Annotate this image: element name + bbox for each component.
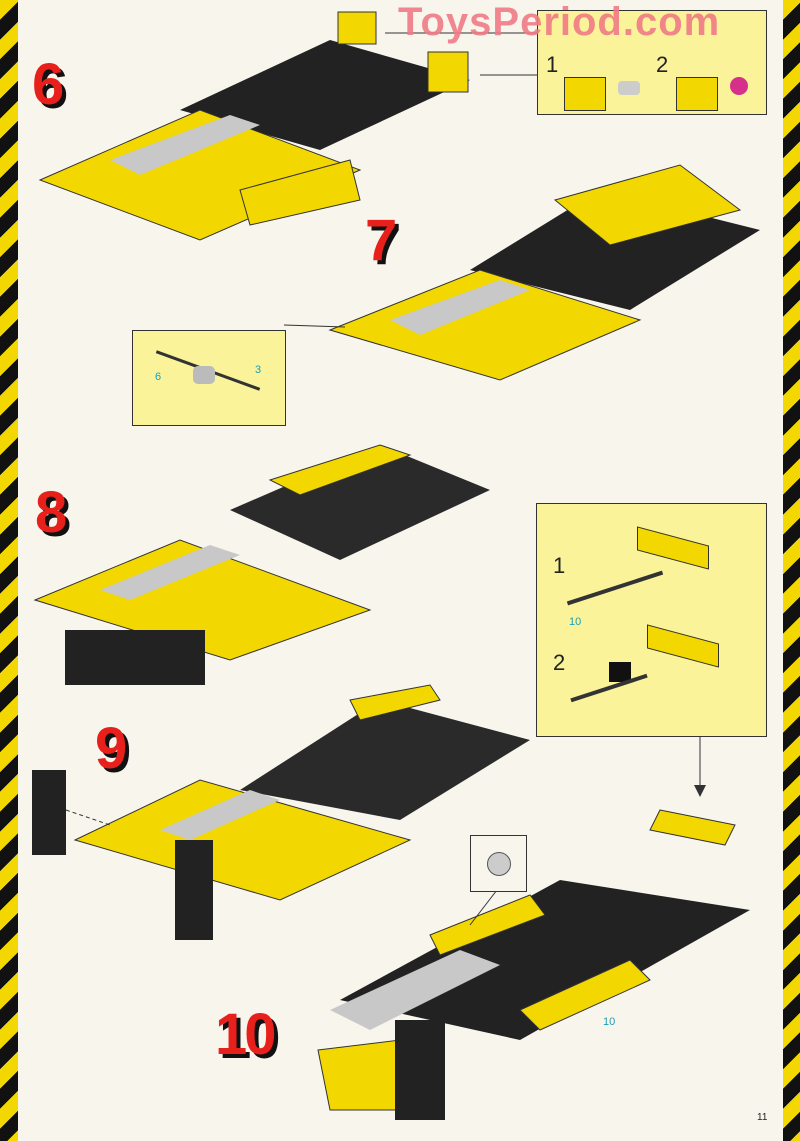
hazard-stripe-left: [0, 0, 18, 1141]
sub-step-1: 1: [553, 553, 566, 578]
callout-bushing: [470, 835, 527, 892]
step-number-6: 6: [32, 52, 64, 117]
step-number-8: 8: [35, 480, 67, 545]
hazard-stripe-right: [783, 0, 800, 1141]
axle-length-6: 6: [155, 371, 162, 383]
step-number-7: 7: [365, 208, 397, 273]
sub-step-1: 1: [546, 52, 559, 77]
sub-step-2: 2: [656, 52, 669, 77]
step-number-9: 9: [95, 716, 127, 781]
axle-length-3: 3: [255, 364, 262, 376]
callout-step-6: 1 2: [537, 10, 767, 115]
model-step-8: [33, 444, 490, 685]
axle-length-10-model: 10: [603, 1016, 616, 1028]
model-step-9: [32, 684, 530, 940]
watermark: ToysPeriod.com: [398, 0, 721, 44]
sub-step-2: 2: [553, 650, 566, 675]
axle-length-10: 10: [569, 616, 582, 628]
page-number: 11: [757, 1112, 768, 1123]
step-number-10: 10: [215, 1002, 276, 1067]
model-step-6: [38, 11, 537, 241]
callout-step-10: 1 2 10: [536, 503, 767, 737]
model-step-7: [283, 164, 760, 381]
model-step-10: [317, 735, 750, 1120]
callout-step-7: 6 3: [132, 330, 286, 426]
